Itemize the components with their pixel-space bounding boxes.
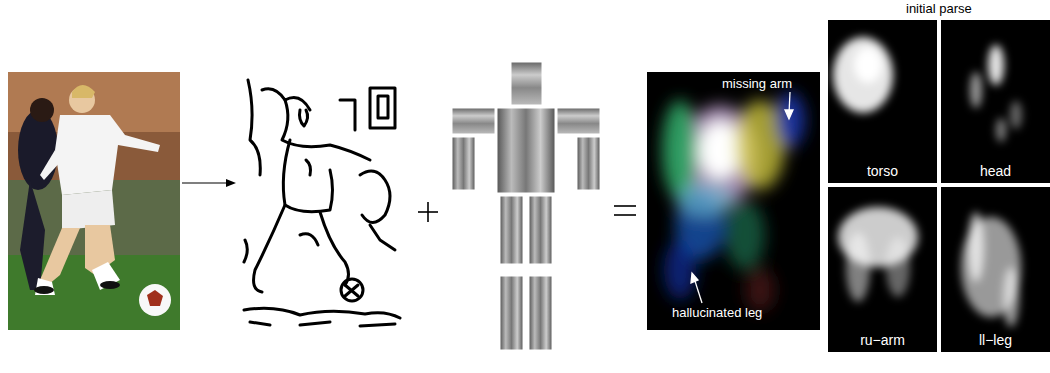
- arm-panel: ru−arm: [828, 187, 937, 352]
- callout-label: hallucinated leg: [672, 305, 762, 320]
- part-label: ru−arm: [828, 332, 937, 348]
- part-label: torso: [828, 163, 937, 179]
- plus-sign: [418, 202, 438, 222]
- heatmap: [941, 20, 1050, 183]
- leg-panel: ll−leg: [941, 187, 1050, 352]
- flow-arrow: [182, 179, 236, 187]
- heatmap: [941, 187, 1050, 352]
- heatmap: [828, 187, 937, 352]
- heatmap: [828, 20, 937, 183]
- part-template: [452, 62, 600, 350]
- callout-label: missing arm: [722, 76, 792, 91]
- panel-heading: initial parse: [906, 1, 972, 16]
- equals-sign: [614, 206, 636, 215]
- input-photo: [8, 72, 180, 330]
- edge-map: [240, 72, 403, 332]
- part-label: head: [941, 163, 1050, 179]
- torso-panel: torso: [828, 20, 937, 183]
- part-label: ll−leg: [941, 332, 1050, 348]
- head-panel: head: [941, 20, 1050, 183]
- parse-image: [647, 72, 820, 330]
